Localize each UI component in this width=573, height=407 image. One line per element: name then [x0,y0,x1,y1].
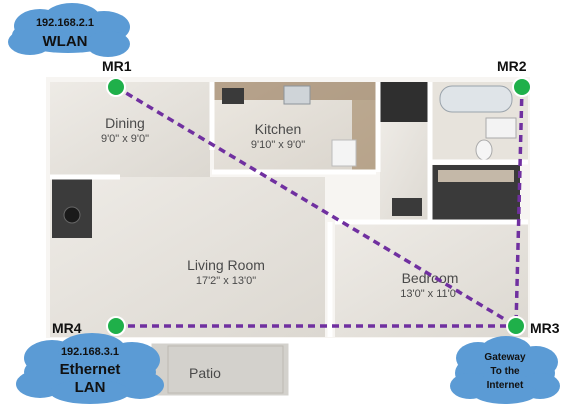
mr3-node[interactable] [506,316,526,336]
mr4-node[interactable] [106,316,126,336]
patio-label: Patio [189,365,221,381]
stove [222,88,244,104]
wlan-ip: 192.168.2.1 [36,17,94,29]
wlan-label: WLAN [43,33,88,50]
toilet [475,139,493,161]
bedroom-size: 13'0" x 11'0" [400,288,460,300]
lan-label: LAN [75,379,106,396]
mr1-node[interactable] [106,77,126,97]
room-labels: Dining 9'0" x 9'0" Kitchen 9'10" x 9'0" … [101,115,460,381]
gateway-line2: To the [490,366,520,377]
dining-label: Dining [105,115,145,131]
gateway-line1: Gateway [484,352,526,363]
bathroom-sink [485,117,517,139]
fridge [331,139,357,167]
patio-inner [167,345,284,394]
mr4-label: MR4 [52,320,82,336]
bedroom-room [335,222,528,337]
link-mr2-mr3 [514,86,524,327]
wlan-cloud-icon [8,3,130,57]
kitchen-size: 9'10" x 9'0" [251,139,305,151]
sink [283,85,311,105]
link-mr1-mr3 [115,85,517,328]
node-labels: MR1 MR2 MR3 MR4 [52,58,560,336]
mr2-node[interactable] [512,77,532,97]
router-nodes [106,77,532,336]
mr3-label: MR3 [530,320,560,336]
floorplan [42,73,534,399]
living-room-label: Living Room [187,257,265,273]
mr2-label: MR2 [497,58,527,74]
kitchen-label: Kitchen [255,121,302,137]
mesh-links [115,85,524,328]
wlan-cloud: 192.168.2.1 WLAN [8,3,130,57]
gateway-cloud: Gateway To the Internet [450,336,560,404]
closet-dark [380,82,430,122]
bedroom-label: Bedroom [402,270,459,286]
dining-size: 9'0" x 9'0" [101,133,149,145]
ethernet-cloud: 192.168.3.1 Ethernet LAN [16,333,164,404]
dining-room [50,82,210,177]
ethernet-label: Ethernet [60,361,121,378]
gateway-cloud-icon [450,336,560,404]
interior-walls [50,82,528,337]
living-room-size: 17'2" x 13'0" [196,275,256,287]
gateway-line3: Internet [487,380,524,391]
closet-rack [438,170,514,182]
ethernet-cloud-icon [16,333,164,404]
ethernet-ip: 192.168.3.1 [61,346,119,358]
closet-shelf [392,198,422,216]
living-room [50,177,325,337]
bathtub [439,85,513,113]
mr1-label: MR1 [102,58,132,74]
fan-icon [63,206,81,224]
